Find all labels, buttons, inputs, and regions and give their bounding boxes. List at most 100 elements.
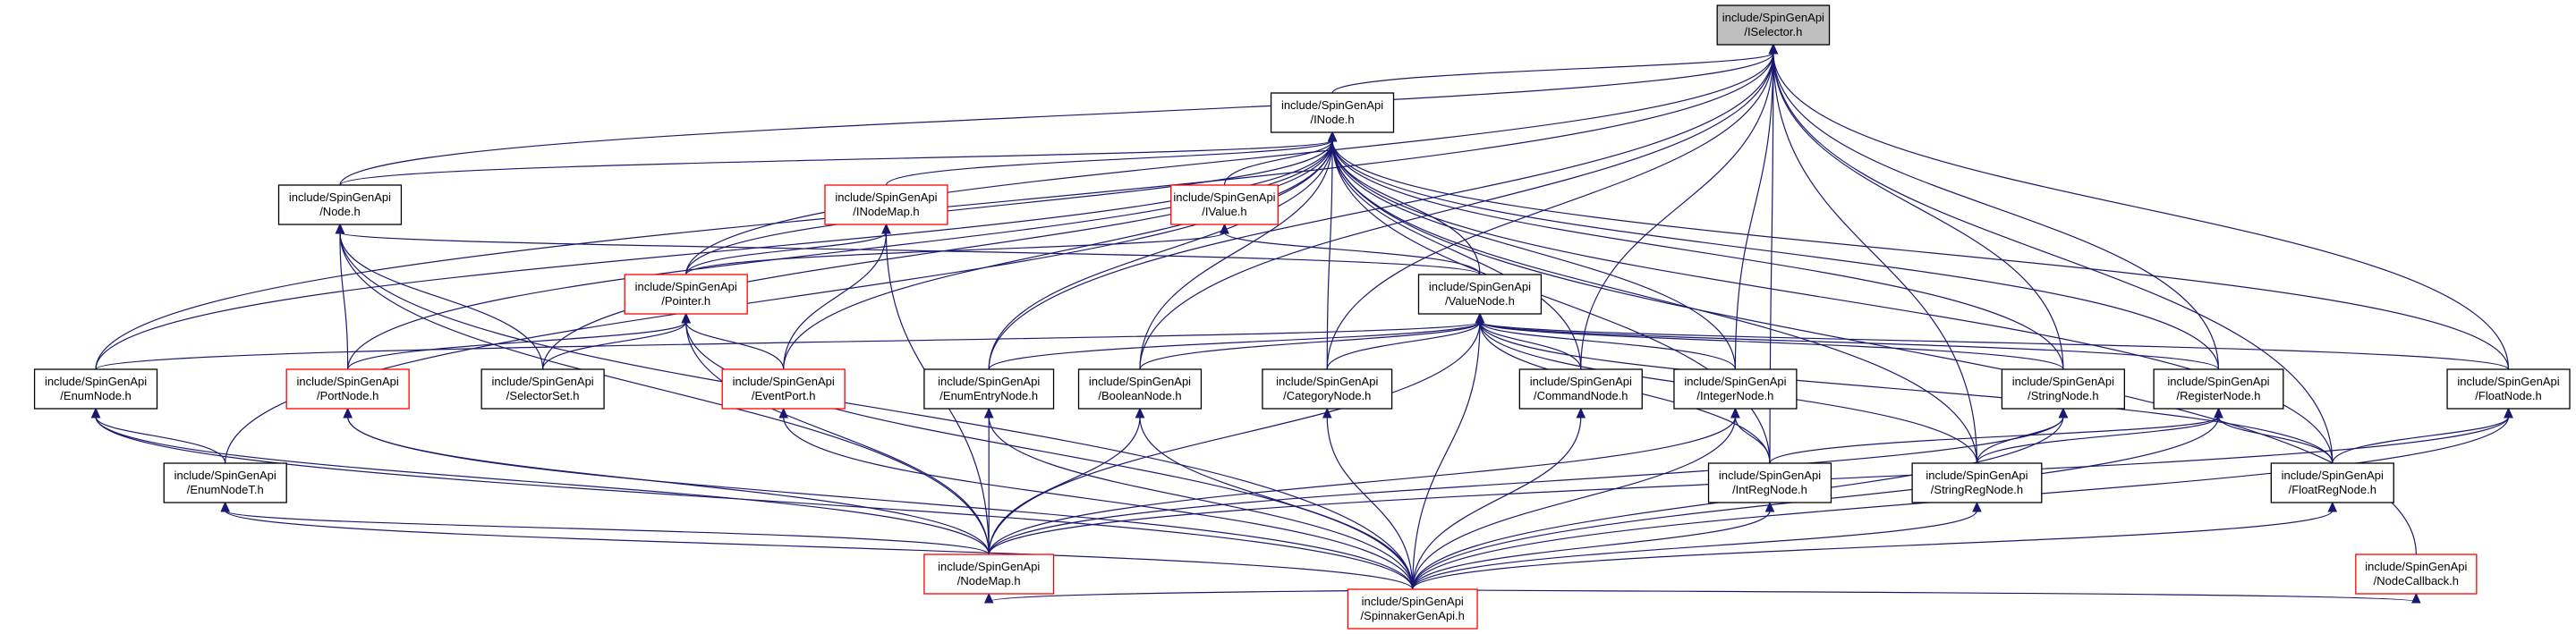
node-label-filename: /EnumNodeT.h <box>187 483 264 496</box>
node-box <box>721 368 846 410</box>
edge-PortNode-to-Node <box>339 232 349 370</box>
file-node-floatnode[interactable]: include/SpinGenApi/FloatNode.h <box>2446 368 2571 410</box>
node-label-directory: include/SpinGenApi <box>635 280 737 293</box>
node-label-directory: include/SpinGenApi <box>1173 190 1275 204</box>
node-box <box>2446 368 2571 410</box>
edge-StringRegNode-to-INode <box>1331 139 1978 464</box>
edge-SpinnakerGenApi-to-IntRegNode <box>1412 510 1771 590</box>
edge-PortNode-to-INode <box>347 139 1333 370</box>
edge-StringNode-to-INode <box>1331 139 2064 370</box>
edge-SpinnakerGenApi-to-CategoryNode <box>1326 416 1414 590</box>
file-node-inodemap[interactable]: include/SpinGenApi/INodeMap.h <box>824 184 948 225</box>
node-label-directory: include/SpinGenApi <box>2282 469 2384 482</box>
edge-arrowhead-FloatRegNode-to-ISelector <box>1768 43 1779 55</box>
file-node-registernode[interactable]: include/SpinGenApi/RegisterNode.h <box>2153 368 2284 410</box>
edge-SpinnakerGenApi-to-FloatRegNode <box>1412 510 2334 590</box>
edge-StringNode-to-ValueNode <box>1479 321 2064 370</box>
node-label-filename: /CategoryNode.h <box>1283 389 1371 402</box>
node-label-filename: /IntRegNode.h <box>1732 483 1807 496</box>
edge-FloatRegNode-to-RegisterNode <box>2217 416 2334 464</box>
node-box <box>33 368 158 410</box>
node-label-filename: /BooleanNode.h <box>1098 389 1181 402</box>
edge-SpinnakerGenApi-to-EnumNode <box>95 416 1414 590</box>
node-label-filename: /IValue.h <box>1202 205 1246 218</box>
edge-NodeMap-to-IntegerNode <box>988 416 1737 555</box>
file-node-stringregnode[interactable]: include/SpinGenApi/StringRegNode.h <box>1911 462 2043 503</box>
node-box <box>824 184 948 225</box>
edge-CommandNode-to-ISelector <box>1580 52 1774 370</box>
file-node-ivalue[interactable]: include/SpinGenApi/IValue.h <box>1170 184 1279 225</box>
file-node-portnode[interactable]: include/SpinGenApi/PortNode.h <box>285 368 410 410</box>
node-box <box>624 274 748 315</box>
node-label-directory: include/SpinGenApi <box>1926 469 2028 482</box>
node-label-filename: /NodeMap.h <box>957 574 1021 588</box>
file-node-spinnakergenapi[interactable]: include/SpinGenApi/SpinnakerGenApi.h <box>1347 588 1478 630</box>
edge-ValueNode-to-IValue <box>1223 232 1481 275</box>
edge-Pointer-to-INode <box>685 139 1333 275</box>
edge-SpinnakerGenApi-to-Node <box>339 232 1414 590</box>
node-box <box>923 554 1055 595</box>
file-node-eventport[interactable]: include/SpinGenApi/EventPort.h <box>721 368 846 410</box>
node-box <box>1911 462 2043 503</box>
edge-CategoryNode-to-ValueNode <box>1326 321 1481 370</box>
edge-SpinnakerGenApi-to-EnumNodeT <box>225 510 1414 590</box>
edge-SpinnakerGenApi-to-NodeCallback <box>1412 588 2417 603</box>
file-node-selectorset[interactable]: include/SpinGenApi/SelectorSet.h <box>480 368 605 410</box>
node-label-directory: include/SpinGenApi <box>1362 595 1464 608</box>
node-label-directory: include/SpinGenApi <box>1530 375 1632 388</box>
node-label-filename: /StringNode.h <box>2028 389 2099 402</box>
file-node-enumentrynode[interactable]: include/SpinGenApi/EnumEntryNode.h <box>923 368 1055 410</box>
edge-StringNode-to-ISelector <box>1773 52 2064 370</box>
node-box <box>1518 368 1643 410</box>
node-label-directory: include/SpinGenApi <box>1684 375 1786 388</box>
edge-EnumEntryNode-to-INode <box>988 139 1333 370</box>
node-label-directory: include/SpinGenApi <box>2012 375 2114 388</box>
file-node-commandnode[interactable]: include/SpinGenApi/CommandNode.h <box>1518 368 1643 410</box>
edge-INode-to-ISelector <box>1331 52 1774 94</box>
edge-FloatRegNode-to-ValueNode <box>1479 321 2334 464</box>
node-box <box>2153 368 2284 410</box>
edge-IntRegNode-to-RegisterNode <box>1769 416 2220 464</box>
file-node-pointer[interactable]: include/SpinGenApi/Pointer.h <box>624 274 748 315</box>
node-box <box>2270 462 2394 503</box>
edge-EventPort-to-Pointer <box>685 321 785 370</box>
file-node-intregnode[interactable]: include/SpinGenApi/IntRegNode.h <box>1707 462 1832 503</box>
file-node-stringnode[interactable]: include/SpinGenApi/StringNode.h <box>2001 368 2126 410</box>
node-label-directory: include/SpinGenApi <box>938 560 1040 573</box>
file-node-nodemap[interactable]: include/SpinGenApi/NodeMap.h <box>923 554 1055 595</box>
edge-EventPort-to-INode <box>783 139 1333 370</box>
node-box <box>1262 368 1393 410</box>
file-node-iselector[interactable]: include/SpinGenApi/ISelector.h <box>1716 4 1831 46</box>
node-box <box>1170 184 1279 225</box>
edge-BooleanNode-to-INode <box>1139 139 1333 370</box>
edge-BooleanNode-to-ValueNode <box>1139 321 1481 370</box>
file-node-booleannode[interactable]: include/SpinGenApi/BooleanNode.h <box>1077 368 1203 410</box>
file-node-valuenode[interactable]: include/SpinGenApi/ValueNode.h <box>1417 274 1543 315</box>
node-box <box>1077 368 1203 410</box>
file-node-integernode[interactable]: include/SpinGenApi/IntegerNode.h <box>1673 368 1798 410</box>
file-node-enumnodet[interactable]: include/SpinGenApi/EnumNodeT.h <box>163 462 287 503</box>
node-label-filename: /SpinnakerGenApi.h <box>1361 609 1465 622</box>
file-node-enumnode[interactable]: include/SpinGenApi/EnumNode.h <box>33 368 158 410</box>
edge-IntegerNode-to-INode <box>1331 139 1737 370</box>
edge-arrowhead-SpinnakerGenApi-to-ValueNode <box>1475 312 1485 324</box>
file-node-nodecallback[interactable]: include/SpinGenApi/NodeCallback.h <box>2355 554 2478 595</box>
edge-NodeMap-to-ValueNode <box>988 321 1481 555</box>
node-label-directory: include/SpinGenApi <box>1276 375 1378 388</box>
file-node-categorynode[interactable]: include/SpinGenApi/CategoryNode.h <box>1262 368 1393 410</box>
file-node-floatregnode[interactable]: include/SpinGenApi/FloatRegNode.h <box>2270 462 2394 503</box>
edge-arrowhead-SpinnakerGenApi-to-FloatRegNode <box>2327 501 2338 512</box>
node-box <box>2001 368 2126 410</box>
node-label-filename: /FloatNode.h <box>2475 389 2541 402</box>
node-label-directory: include/SpinGenApi <box>297 375 399 388</box>
edge-Node-to-INode <box>339 139 1333 186</box>
node-label-filename: /NodeCallback.h <box>2374 574 2459 588</box>
edge-EnumNodeT-to-EnumNode <box>95 416 226 464</box>
edge-NodeMap-to-Pointer <box>685 321 990 555</box>
edge-ValueNode-to-Node <box>339 232 1481 275</box>
file-node-inode[interactable]: include/SpinGenApi/INode.h <box>1270 92 1395 133</box>
node-label-filename: /Pointer.h <box>661 294 710 308</box>
file-node-node[interactable]: include/SpinGenApi/Node.h <box>277 184 403 225</box>
node-label-filename: /INodeMap.h <box>853 205 919 218</box>
edge-arrowhead-SpinnakerGenApi-to-StringRegNode <box>1972 501 1982 512</box>
